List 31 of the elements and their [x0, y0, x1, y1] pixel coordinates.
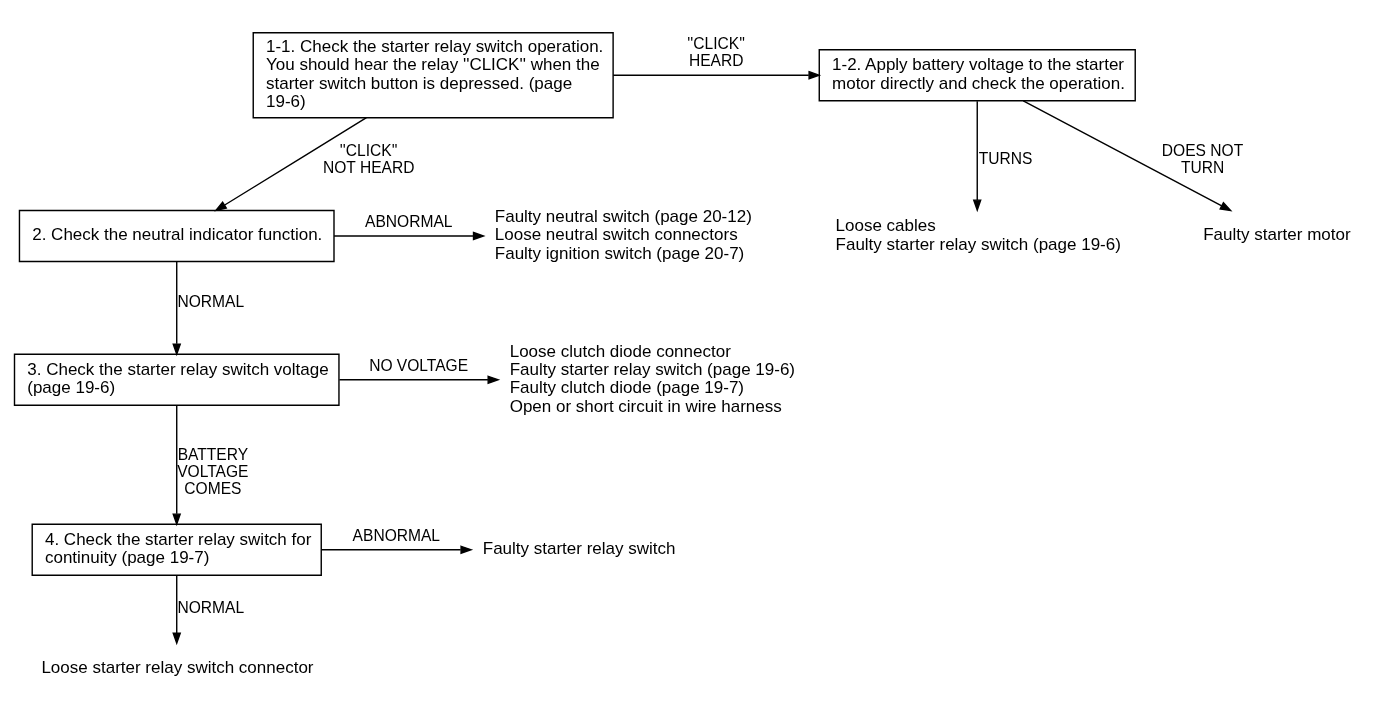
- arrow: [214, 116, 368, 211]
- edge-label: ABNORMAL: [365, 212, 453, 230]
- node-text: Loose starter relay switch connector: [41, 657, 314, 677]
- node-text: Faulty starter relay switch: [482, 538, 676, 558]
- edge-label: TURNS: [978, 149, 1033, 167]
- edge-label: ''CLICK'' NOT HEARD: [322, 141, 415, 176]
- node-text: Faulty starter motor: [1203, 224, 1351, 244]
- edge-label: BATTERY VOLTAGE COMES: [177, 445, 249, 497]
- arrow: [320, 544, 474, 554]
- node-box: 1-1. Check the starter relay switch operation. You should hear the relay ''CLICK'' when the starter switch button is depressed. (page 19-6): [252, 31, 614, 118]
- node-box: 1-2. Apply battery voltage to the starter motor directly and check the operation.: [818, 48, 1136, 101]
- arrow: [1022, 99, 1233, 211]
- node-box: 2. Check the neutral indicator function.: [18, 209, 335, 262]
- node-text: Loose cables Faulty starter relay switch (page 19-6): [835, 215, 1121, 254]
- arrow: [972, 100, 982, 212]
- arrow: [338, 374, 501, 384]
- node-box: 3. Check the starter relay switch voltage (page 19-6): [13, 353, 340, 406]
- edge-label: DOES NOT TURN: [1161, 141, 1244, 176]
- edge-label: ABNORMAL: [352, 526, 441, 544]
- arrow: [172, 574, 182, 645]
- edge-label: NORMAL: [177, 292, 245, 310]
- arrow: [333, 231, 486, 240]
- arrow: [612, 70, 822, 80]
- arrow: [172, 404, 182, 526]
- edge-label: ''CLICK'' HEARD: [687, 34, 746, 69]
- edge-label: NORMAL: [177, 598, 245, 616]
- node-text: Loose clutch diode connector Faulty starter relay switch (page 19-6) Faulty clutch diode (page 19-7) Open or short circuit in wire harness: [509, 341, 796, 416]
- arrow: [172, 260, 182, 356]
- node-text: Faulty neutral switch (page 20-12) Loose neutral switch connectors Faulty ignition switch (page 20-7): [494, 206, 752, 263]
- edge-label: NO VOLTAGE: [369, 356, 469, 374]
- node-box: 4. Check the starter relay switch for continuity (page 19-7): [31, 523, 322, 576]
